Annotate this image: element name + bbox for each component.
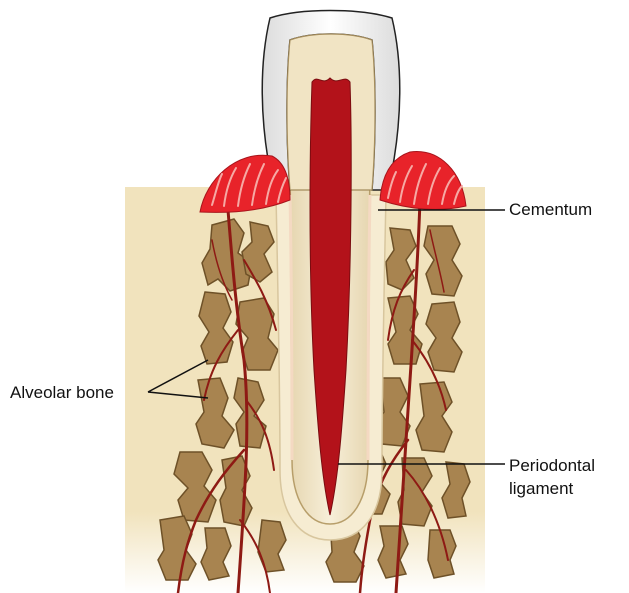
periodontal-ligament-label-line1: Periodontal: [509, 456, 595, 476]
periodontal-ligament-label-line2: ligament: [509, 479, 573, 499]
gingiva-left: [200, 155, 290, 212]
alveolar-bone-label: Alveolar bone: [10, 383, 114, 403]
cementum-label: Cementum: [509, 200, 592, 220]
